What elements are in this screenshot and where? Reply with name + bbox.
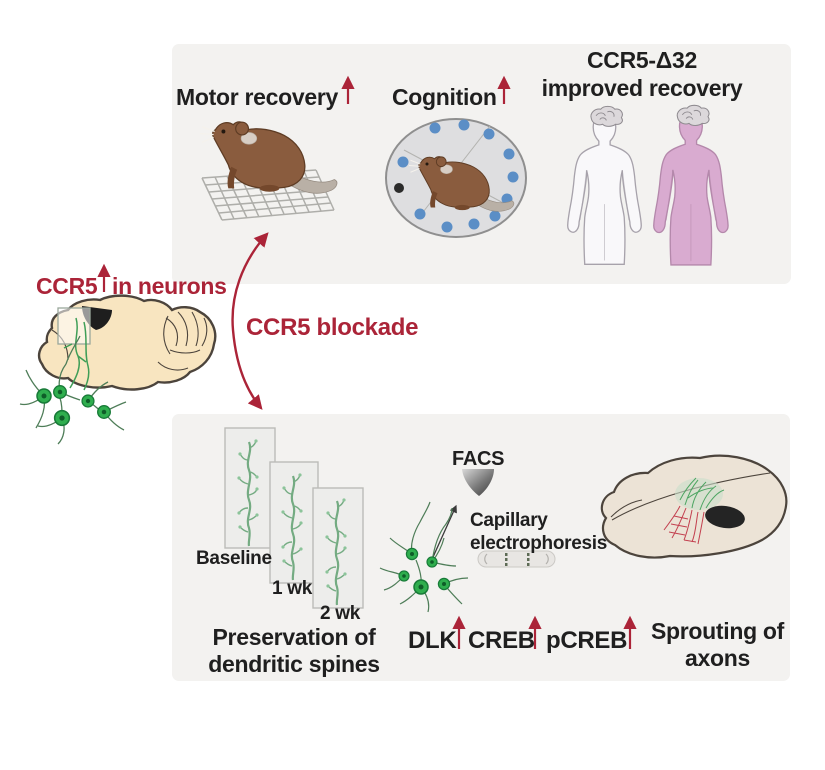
blockade-double-arrow — [231, 232, 269, 410]
two-week-label: 2 wk — [320, 603, 360, 624]
ccr5-delta32-line2: improved recovery — [541, 75, 743, 101]
preservation-label: Preservation of dendritic spines — [190, 624, 398, 678]
red-sprouting-fibers — [663, 505, 705, 545]
sprouting-line2: axons — [685, 645, 750, 671]
creb-label: CREB — [468, 627, 535, 654]
facs-funnel-icon — [462, 469, 494, 496]
sprouting-label: Sprouting of axons — [635, 618, 800, 672]
preservation-line2: dendritic spines — [208, 651, 380, 677]
capillary-label: Capillary electrophoresis — [470, 509, 607, 555]
ccr5-in-neurons-prefix: CCR5 — [36, 273, 98, 299]
dendritic-spine-panels — [224, 427, 364, 609]
brain-sprouting-illustration — [600, 454, 788, 559]
human-figures-illustration — [567, 104, 729, 266]
ccr5-delta32-line1: CCR5-Δ32 — [587, 47, 697, 73]
cognition-label: Cognition — [392, 84, 497, 110]
ccr5-blockade-label: CCR5 blockade — [246, 314, 419, 341]
mouse-on-grid-illustration — [199, 121, 338, 221]
neuron-cluster-left — [19, 335, 127, 445]
human-noncarrier — [567, 105, 642, 265]
baseline-label: Baseline — [196, 548, 272, 569]
maze-illustration — [385, 118, 527, 238]
motor-recovery-label: Motor recovery — [176, 84, 338, 110]
sprouting-line1: Sprouting of — [650, 618, 785, 644]
capillary-line1: Capillary — [470, 510, 548, 531]
up-arrow-icons — [97, 75, 637, 649]
neuron-cluster-bottom — [379, 501, 469, 613]
stroke-lesion — [705, 505, 745, 529]
ccr5-delta32-label: CCR5-Δ32 improved recovery — [530, 46, 754, 102]
human-ccr5-delta32 — [653, 104, 729, 266]
capillary-line2: electrophoresis — [470, 533, 607, 554]
capillary-tube-icon — [477, 550, 556, 568]
preservation-line1: Preservation of — [212, 624, 376, 650]
pcreb-label: pCREB — [546, 627, 628, 654]
target-hole — [394, 183, 404, 193]
brain-sagittal-illustration — [37, 294, 217, 391]
facs-label: FACS — [452, 448, 505, 470]
green-axons — [679, 477, 725, 511]
one-week-label: 1 wk — [272, 578, 312, 599]
ccr5-in-neurons-suffix: in neurons — [112, 273, 227, 299]
dlk-label: DLK — [408, 627, 457, 654]
